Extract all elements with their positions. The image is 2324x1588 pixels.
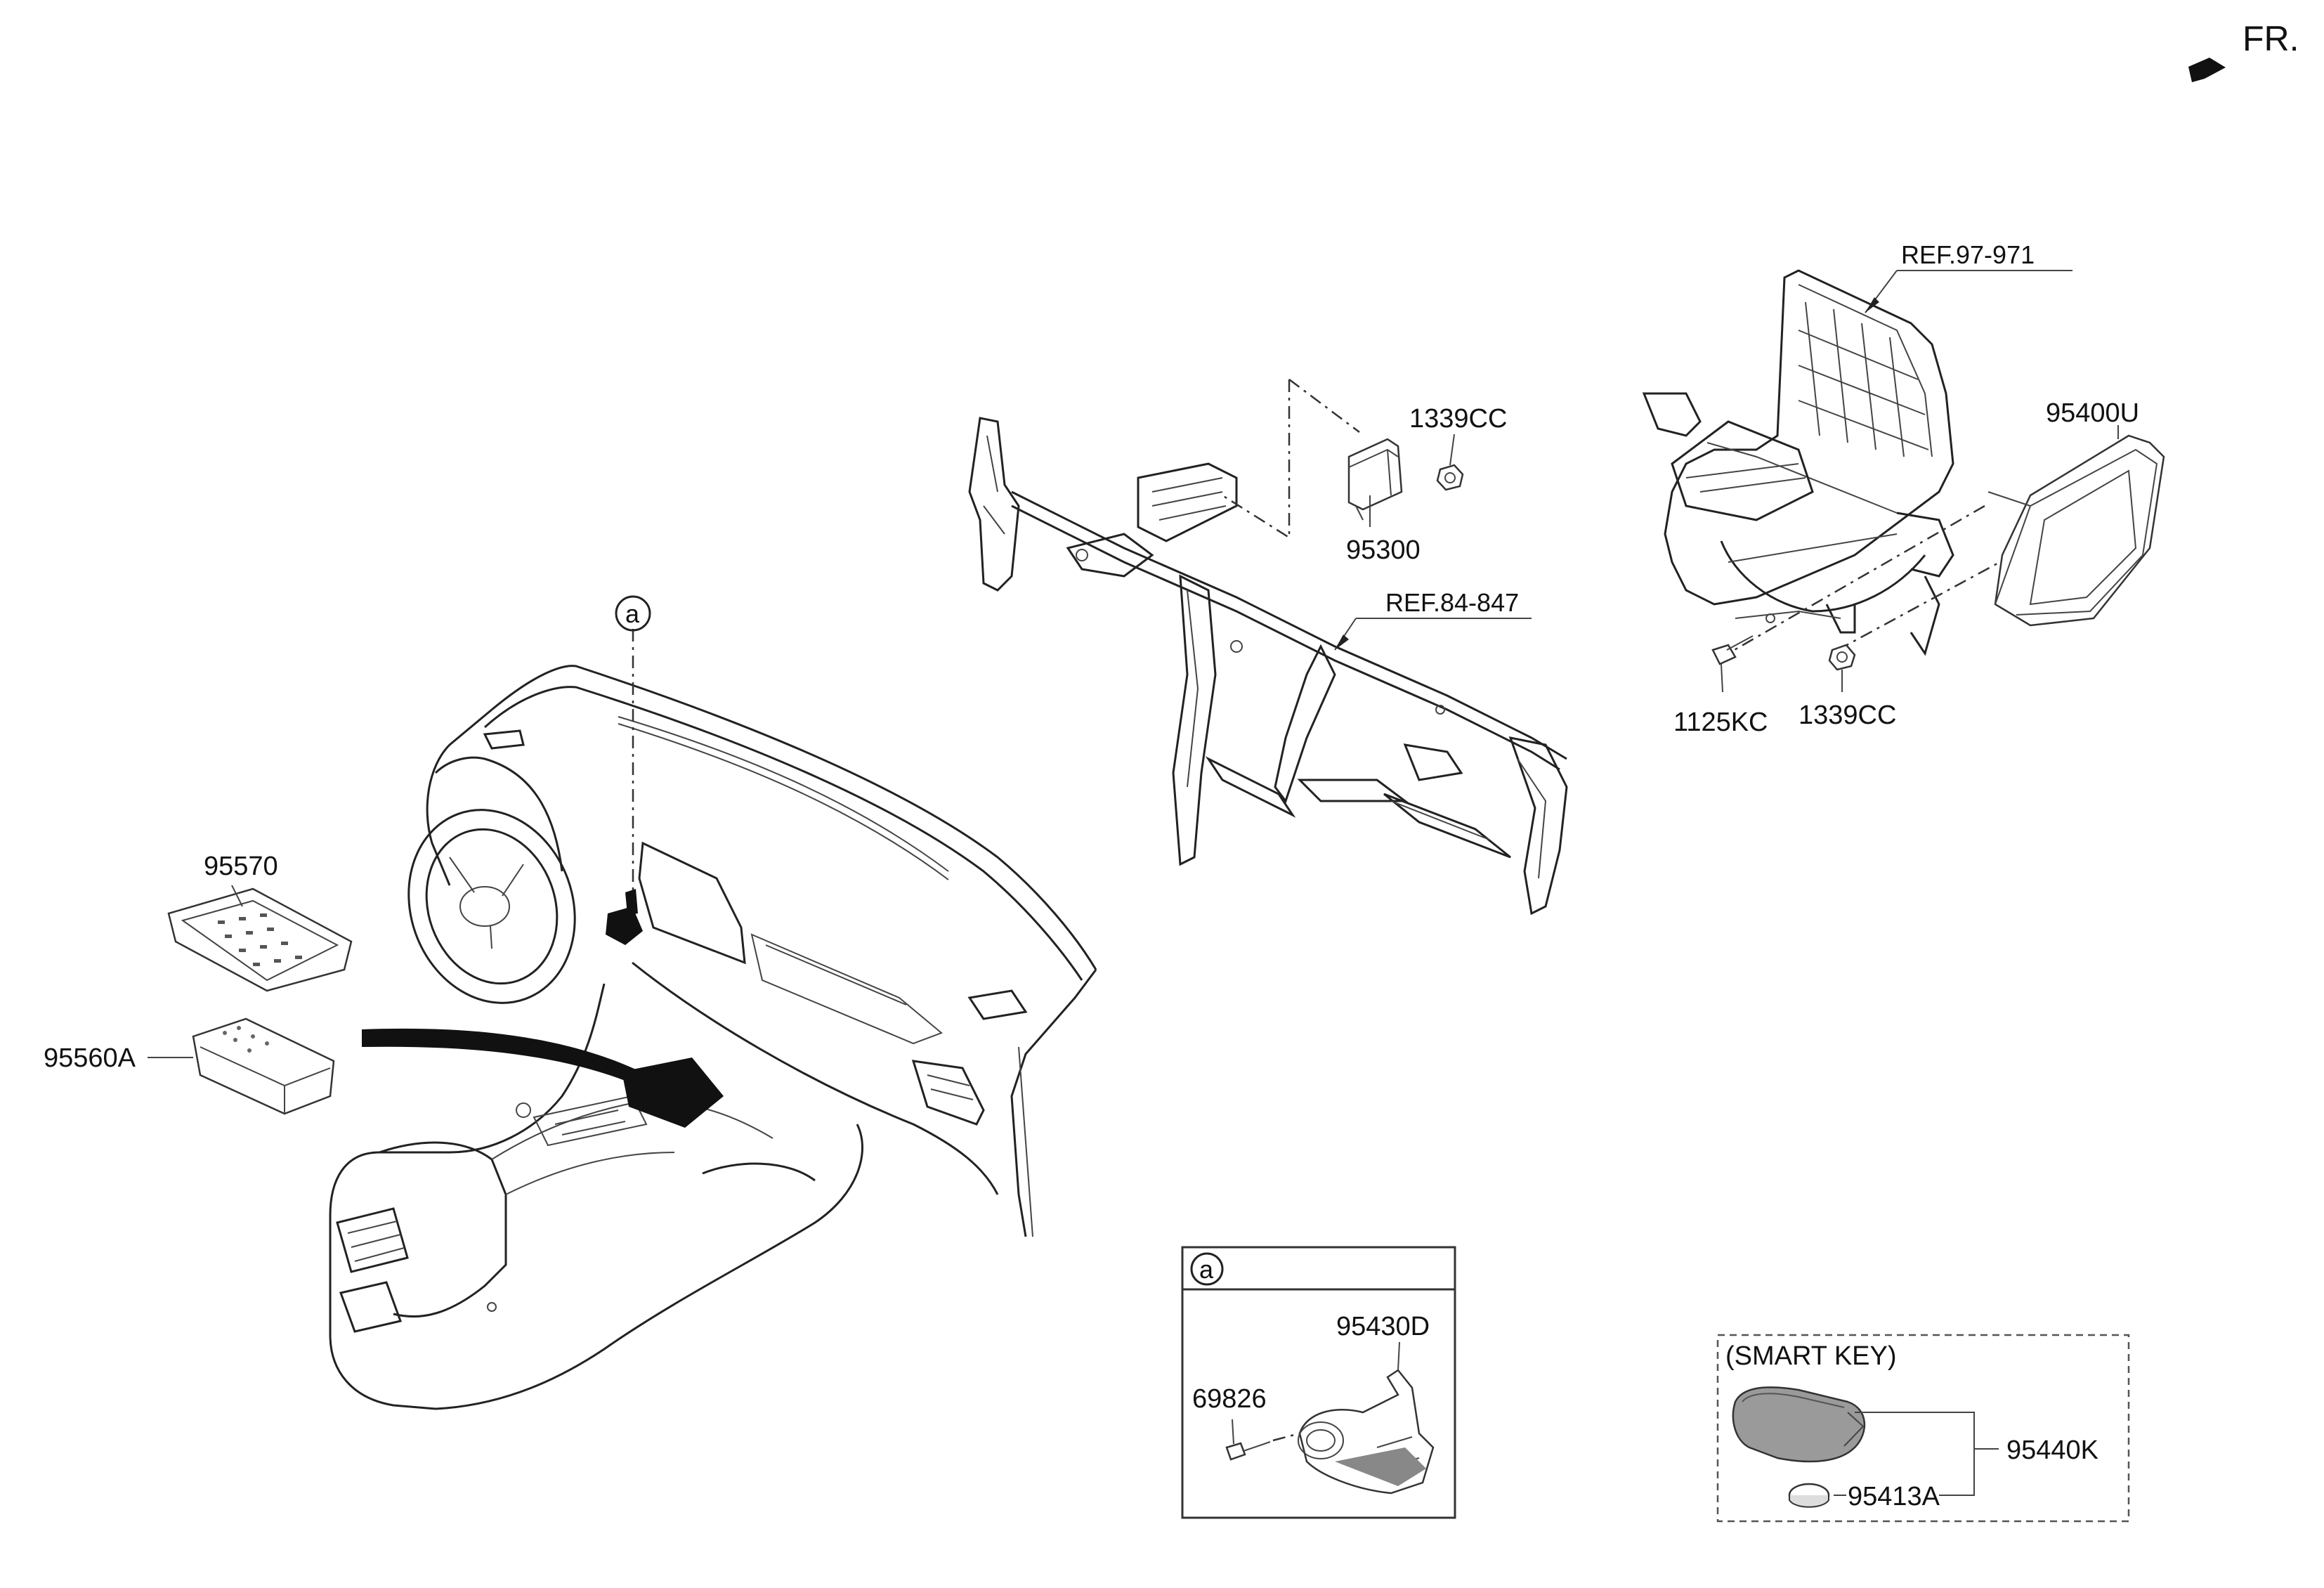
front-direction-label: FR. [2243, 19, 2299, 58]
part-1339CC-nut-top: 1339CC [1409, 404, 1507, 491]
part-95440K-smart-key: 95440K [1732, 1386, 2098, 1465]
callout-a-label: a [625, 599, 640, 628]
hvac-unit-assembly: REF.97-971 [1642, 240, 2072, 656]
part-number-95400U: 95400U [2046, 398, 2139, 428]
detail-a-label: a [1199, 1255, 1214, 1284]
cowl-crossbar-assembly: REF.84-847 [968, 417, 1568, 916]
part-1125KC-bolt: 1125KC [1673, 635, 1768, 737]
part-69826-screw: 69826 [1192, 1384, 1300, 1461]
front-direction-indicator: FR. [2188, 19, 2299, 82]
callout-a: a [615, 595, 651, 632]
part-number-95570: 95570 [204, 852, 278, 881]
part-95413A-battery: 95413A [1788, 1449, 1975, 1511]
part-number-95560A: 95560A [44, 1043, 136, 1073]
ref-97-971-label: REF.97-971 [1901, 240, 2035, 269]
part-95560A-charger-module: 95560A [44, 1017, 335, 1115]
part-95400U-module: 95400U [1987, 398, 2165, 627]
part-number-1339CC-bottom: 1339CC [1799, 701, 1896, 730]
part-number-1339CC-top: 1339CC [1409, 404, 1507, 434]
ref-84-847-label: REF.84-847 [1385, 588, 1519, 617]
part-number-1125KC: 1125KC [1673, 708, 1768, 737]
part-number-95413A: 95413A [1848, 1482, 1940, 1511]
dashboard-assembly [329, 629, 1097, 1410]
part-95570-wireless-charger-pad: 95570 [167, 852, 353, 992]
part-number-95440K: 95440K [2006, 1436, 2098, 1465]
part-1339CC-nut-bottom: 1339CC [1799, 644, 1896, 730]
part-number-95300: 95300 [1346, 535, 1421, 565]
smart-key-box: (SMART KEY) 95440K 95413A [1716, 1334, 2130, 1523]
part-number-69826: 69826 [1192, 1384, 1267, 1414]
smart-key-title: (SMART KEY) [1725, 1341, 1897, 1371]
part-95430D-fob-holder: 95430D [1298, 1312, 1435, 1495]
front-arrow-icon [2188, 58, 2226, 82]
detail-box-a: a 95430D 69826 [1181, 1246, 1456, 1519]
part-number-95430D: 95430D [1336, 1312, 1430, 1341]
part-95300-control-module: 95300 [1346, 438, 1421, 565]
